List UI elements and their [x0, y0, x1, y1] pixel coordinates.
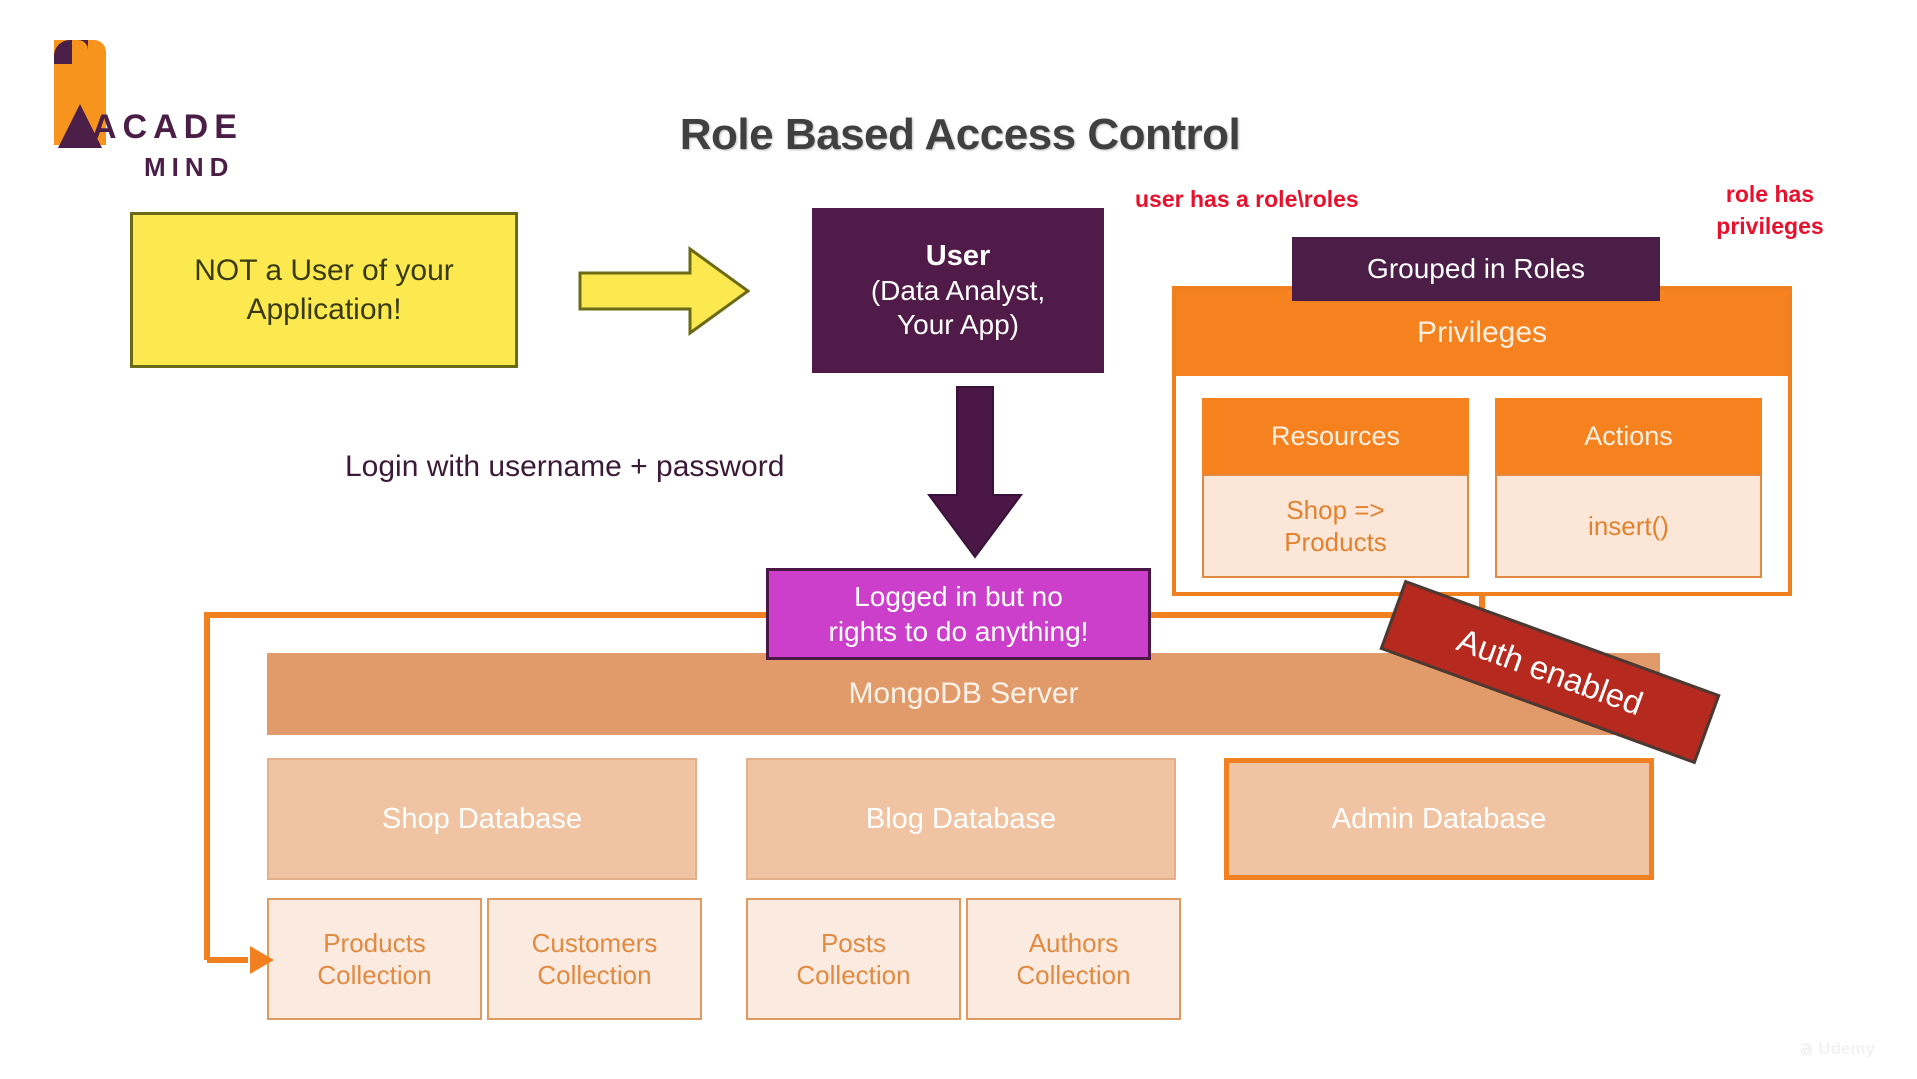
udemy-watermark-label: Udemy: [1818, 1038, 1875, 1058]
user-box: User (Data Analyst, Your App): [812, 208, 1104, 373]
actions-header: Actions: [1495, 398, 1762, 474]
login-label: Login with username + password: [345, 450, 785, 483]
collection-products: Products Collection: [267, 898, 482, 1020]
privileges-header: Privileges: [1176, 290, 1788, 376]
grouped-in-roles-badge: Grouped in Roles: [1292, 237, 1660, 301]
privileges-column-actions: Actions insert(): [1495, 398, 1762, 578]
logo-hook-icon: [54, 40, 88, 64]
academind-logo: ACADE MIND: [44, 30, 274, 182]
udemy-logo-icon: 𝕒: [1800, 1038, 1814, 1060]
collection-authors-line2: Collection: [1016, 960, 1131, 990]
logo-text-acade: ACADE: [92, 108, 243, 146]
purple-down-arrow-icon: [927, 386, 1023, 559]
collection-posts: Posts Collection: [746, 898, 961, 1020]
database-shop: Shop Database: [267, 758, 697, 880]
privileges-panel: Privileges Resources Shop => Products Ac…: [1172, 286, 1792, 596]
collection-customers-line1: Customers: [531, 927, 658, 958]
not-a-user-box: NOT a User of your Application!: [130, 212, 518, 368]
actions-value: insert(): [1495, 474, 1762, 578]
annotation-role-has-privileges-line1: role has: [1725, 181, 1815, 207]
page-title: Role Based Access Control: [679, 110, 1241, 159]
resources-value-line2: Products: [1284, 527, 1387, 557]
database-blog: Blog Database: [746, 758, 1176, 880]
collection-authors-line1: Authors: [1028, 927, 1119, 958]
not-a-user-line1: NOT a User of your: [194, 254, 454, 287]
annotation-role-has-privileges-line2: privileges: [1716, 213, 1824, 240]
logo-text-mind: MIND: [144, 152, 235, 182]
yellow-right-arrow-icon: [578, 246, 750, 336]
collection-customers-line2: Collection: [537, 960, 652, 990]
resources-value-line1: Shop =>: [1286, 494, 1385, 525]
resources-value: Shop => Products: [1202, 474, 1469, 578]
annotation-user-has-role: user has a role\roles: [1135, 186, 1359, 212]
collection-posts-line1: Posts: [820, 927, 886, 958]
database-admin: Admin Database: [1224, 758, 1654, 880]
user-box-title: User: [925, 239, 991, 272]
udemy-watermark: 𝕒 Udemy: [1800, 1036, 1875, 1061]
user-box-line2: (Data Analyst,: [870, 275, 1046, 307]
privileges-column-resources: Resources Shop => Products: [1202, 398, 1469, 578]
privileges-body: Resources Shop => Products Actions inser…: [1176, 376, 1788, 596]
actions-value-line1: insert(): [1588, 510, 1669, 541]
collection-products-line2: Collection: [317, 960, 432, 990]
logged-in-line2: rights to do anything!: [828, 616, 1089, 647]
user-box-line3: Your App): [897, 309, 1019, 341]
collection-customers: Customers Collection: [487, 898, 702, 1020]
logo-triangle-icon: [58, 104, 102, 148]
collection-authors: Authors Collection: [966, 898, 1181, 1020]
not-a-user-line2: Application!: [246, 293, 402, 326]
resources-header: Resources: [1202, 398, 1469, 474]
collection-posts-line2: Collection: [796, 960, 911, 990]
annotation-role-has-privileges: role has privileges: [1700, 178, 1840, 242]
logged-in-line1: Logged in but no: [854, 581, 1063, 612]
collection-products-line1: Products: [323, 927, 426, 958]
logged-in-no-rights-box: Logged in but no rights to do anything!: [766, 568, 1151, 660]
